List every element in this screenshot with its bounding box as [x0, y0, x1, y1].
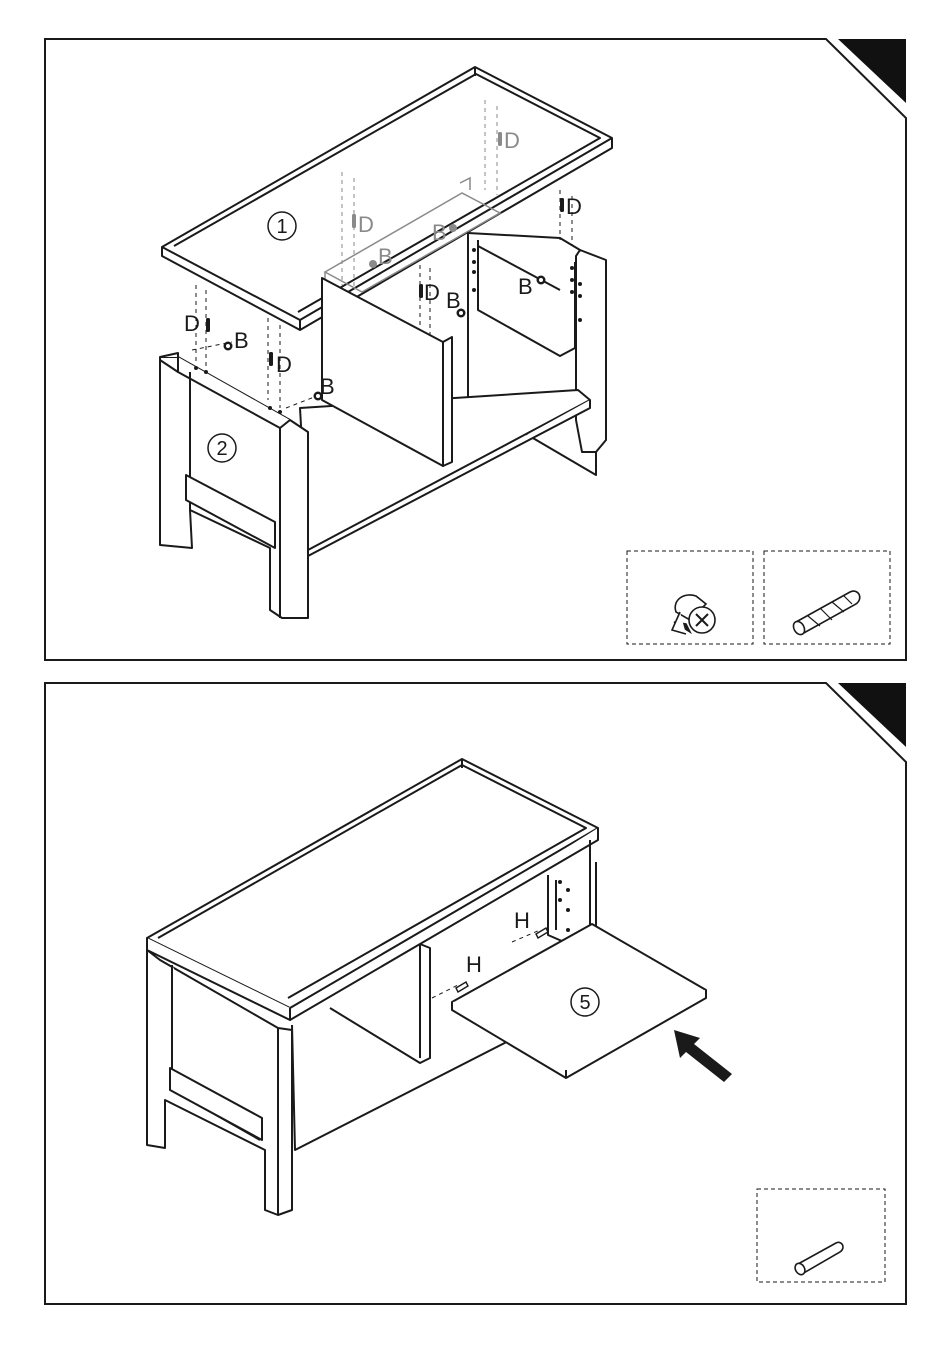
- svg-text:H: H: [514, 908, 530, 933]
- svg-text:B: B: [518, 274, 533, 299]
- svg-text:H: H: [466, 952, 482, 977]
- svg-text:D: D: [276, 352, 292, 377]
- part-5-callout: 5: [571, 988, 599, 1016]
- part-2-callout: 2: [208, 434, 236, 462]
- hardware-box-cam-lock: [627, 551, 753, 644]
- svg-text:D: D: [566, 194, 582, 219]
- part-1-callout: 1: [268, 212, 296, 240]
- svg-text:B: B: [320, 374, 335, 399]
- svg-text:B: B: [378, 244, 393, 269]
- svg-text:D: D: [424, 280, 440, 305]
- svg-text:D: D: [184, 311, 200, 336]
- svg-text:D: D: [358, 212, 374, 237]
- svg-text:B: B: [446, 288, 461, 313]
- hardware-box-shelf-pin: [757, 1189, 885, 1282]
- svg-text:D: D: [504, 128, 520, 153]
- svg-text:2: 2: [216, 438, 227, 460]
- svg-text:5: 5: [579, 992, 590, 1014]
- step-1-panel: 1 2 D D D D B B B B D D B B: [45, 39, 906, 660]
- svg-text:B: B: [432, 220, 447, 245]
- step-2-panel: 5 H H: [45, 683, 906, 1304]
- svg-text:1: 1: [276, 216, 287, 238]
- hardware-box-dowel: [764, 551, 890, 644]
- svg-text:B: B: [234, 328, 249, 353]
